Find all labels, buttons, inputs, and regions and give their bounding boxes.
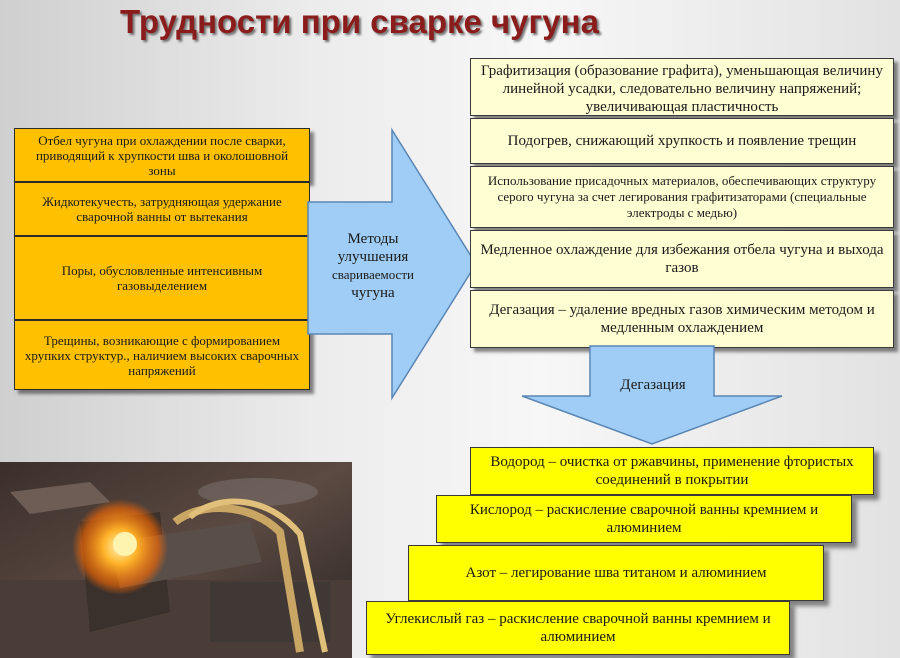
methods-arrow-label-line: свариваемости bbox=[332, 267, 414, 282]
difficulty-box: Отбел чугуна при охлаждении после сварки… bbox=[14, 128, 310, 182]
methods-arrow-label: Методы улучшения свариваемости чугуна bbox=[310, 230, 436, 302]
method-box: Медленное охлаждение для избежания отбел… bbox=[470, 230, 894, 288]
difficulty-box: Трещины, возникающие с формированием хру… bbox=[14, 320, 310, 390]
method-box: Дегазация – удаление вредных газов химич… bbox=[470, 290, 894, 348]
methods-arrow-label-line: чугуна bbox=[351, 285, 395, 301]
methods-arrow-label-line: Методы bbox=[347, 231, 399, 247]
difficulty-box: Поры, обусловленные интенсивным газовыде… bbox=[14, 236, 310, 320]
methods-arrow-label-line: улучшения bbox=[337, 249, 409, 265]
degassing-step: Углекислый газ – раскисление сварочной в… bbox=[366, 601, 790, 655]
welding-photo-illustration bbox=[0, 462, 352, 658]
method-box: Графитизация (образование графита), умен… bbox=[470, 58, 894, 116]
methods-arrow bbox=[307, 127, 477, 401]
method-box: Подогрев, снижающий хрупкость и появлени… bbox=[470, 118, 894, 164]
difficulty-box: Жидкотекучесть, затрудняющая удержание с… bbox=[14, 182, 310, 236]
page-title: Трудности при сварке чугуна bbox=[120, 3, 599, 40]
degassing-step: Азот – легирование шва титаном и алюмини… bbox=[408, 545, 824, 601]
degassing-step: Кислород – раскисление сварочной ванны к… bbox=[436, 495, 852, 543]
method-box: Использование присадочных материалов, об… bbox=[470, 166, 894, 228]
degassing-arrow-label: Дегазация bbox=[620, 377, 686, 393]
welding-photo bbox=[0, 462, 352, 658]
degassing-step: Водород – очистка от ржавчины, применени… bbox=[470, 447, 874, 495]
degassing-arrow bbox=[521, 345, 783, 445]
